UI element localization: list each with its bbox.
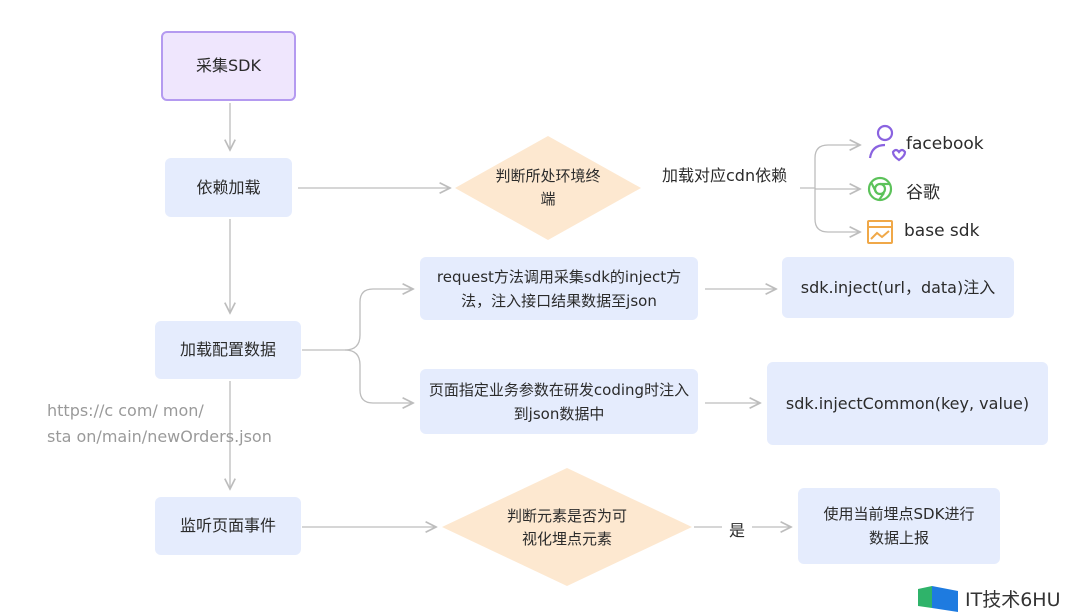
judge-element-diamond [442, 468, 692, 586]
target-google: 谷歌 [906, 183, 940, 203]
target-base-sdk: base sdk [904, 221, 980, 241]
user-heart-icon [868, 124, 907, 162]
dependency-load-node: 依赖加载 [165, 158, 292, 217]
chrome-icon [867, 176, 893, 202]
target-facebook: facebook [906, 134, 984, 154]
load-config-node: 加载配置数据 [155, 321, 301, 379]
request-inject-node: request方法调用采集sdk的inject方法，注入接口结果数据至json [420, 257, 698, 320]
chart-window-icon [867, 220, 893, 244]
judge-env-text: 判断所处环境终端 [495, 167, 601, 208]
config-url-line2: sta on/main/newOrders.json [47, 427, 272, 446]
sdk-inject-common-node: sdk.injectCommon(key, value) [767, 362, 1048, 445]
branch-facebook [800, 145, 860, 189]
branch-request [302, 289, 413, 351]
judge-element-text: 判断元素是否为可视化埋点元素 [506, 507, 627, 548]
sdk-inject-node: sdk.inject(url，data)注入 [782, 257, 1014, 318]
collect-sdk-node: 采集SDK [161, 31, 296, 101]
judge-env-diamond [455, 136, 641, 240]
branch-basesdk [814, 188, 860, 232]
branch-page [344, 349, 413, 403]
watermark-text: IT技术6HU [965, 589, 1061, 611]
report-node: 使用当前埋点SDK进行数据上报 [798, 488, 1000, 564]
yes-label: 是 [729, 521, 746, 540]
config-url-line1: https://c com/ mon/ [47, 401, 204, 420]
watermark-logo-icon [918, 586, 958, 612]
cdn-label: 加载对应cdn依赖 [662, 166, 788, 185]
listen-events-node: 监听页面事件 [155, 497, 301, 555]
page-params-node: 页面指定业务参数在研发coding时注入到json数据中 [420, 369, 698, 434]
